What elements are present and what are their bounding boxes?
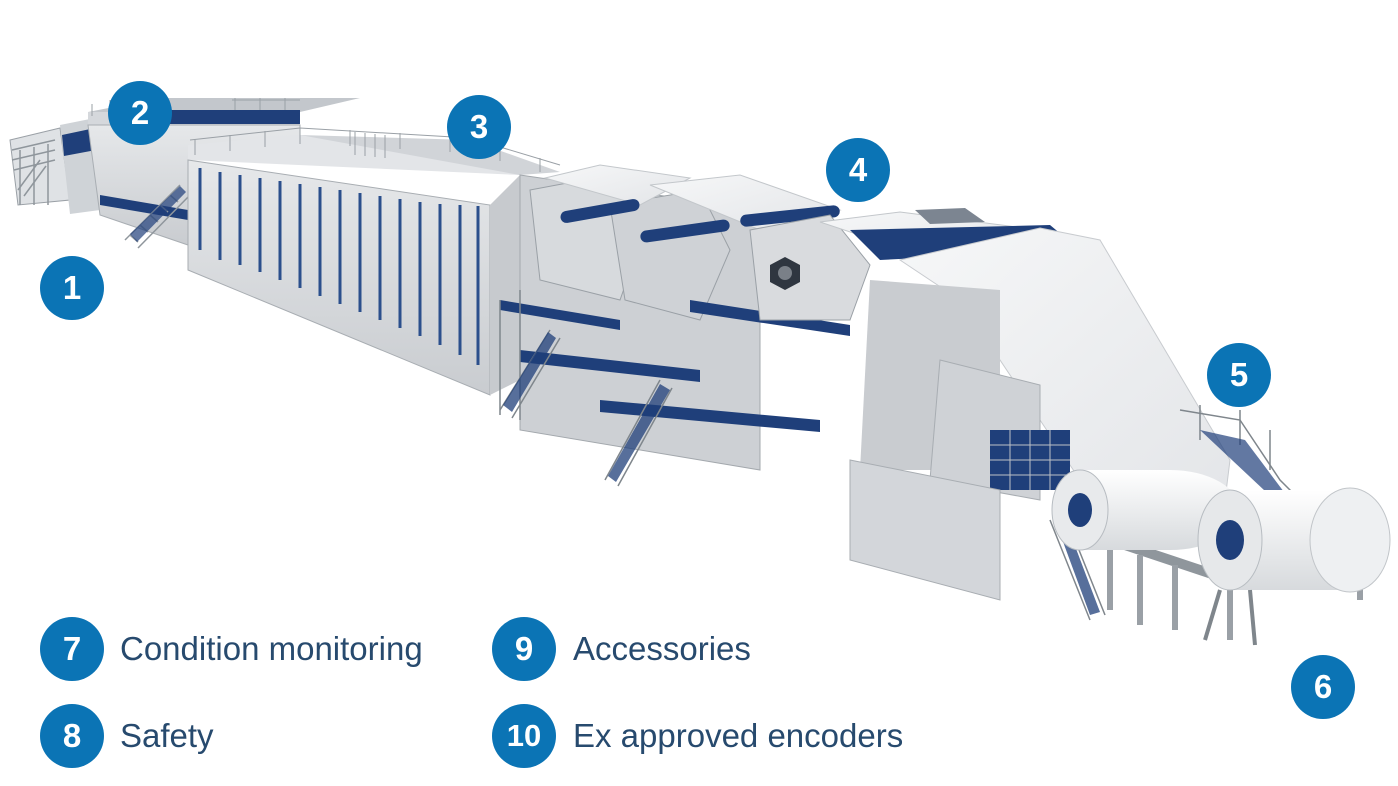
badge-4-number: 4: [848, 151, 868, 188]
legend-label-condition-monitoring: Condition monitoring: [120, 630, 423, 667]
badge-3-number: 3: [469, 108, 489, 145]
legend-badge-9: 9: [492, 617, 556, 681]
badge-2-number: 2: [130, 94, 150, 131]
dryer-hood-section: [187, 127, 561, 396]
legend-number: 7: [62, 630, 82, 667]
legend-number: 8: [62, 717, 82, 754]
calender-section: [749, 208, 1301, 621]
legend-badge-7: 7: [40, 617, 104, 681]
badge-5: 5: [1207, 343, 1271, 407]
legend-label-ex-approved-encoders: Ex approved encoders: [573, 717, 904, 754]
press-section: [499, 164, 850, 487]
badge-6-number: 6: [1313, 668, 1333, 705]
legend-badge-8: 8: [40, 704, 104, 768]
reel-section: [1051, 469, 1391, 646]
badge-5-number: 5: [1229, 356, 1249, 393]
badge-6: 6: [1291, 655, 1355, 719]
legend-badge-10: 10: [492, 704, 556, 768]
badge-2: 2: [108, 81, 172, 145]
badge-1-number: 1: [62, 269, 82, 306]
badge-1: 1: [40, 256, 104, 320]
legend-number: 9: [514, 630, 534, 667]
legend-label-accessories: Accessories: [573, 630, 751, 667]
legend-number: 10: [506, 718, 542, 753]
badge-3: 3: [447, 95, 511, 159]
legend-label-safety: Safety: [120, 717, 214, 754]
badge-4: 4: [826, 138, 890, 202]
headbox-section: [9, 118, 100, 214]
